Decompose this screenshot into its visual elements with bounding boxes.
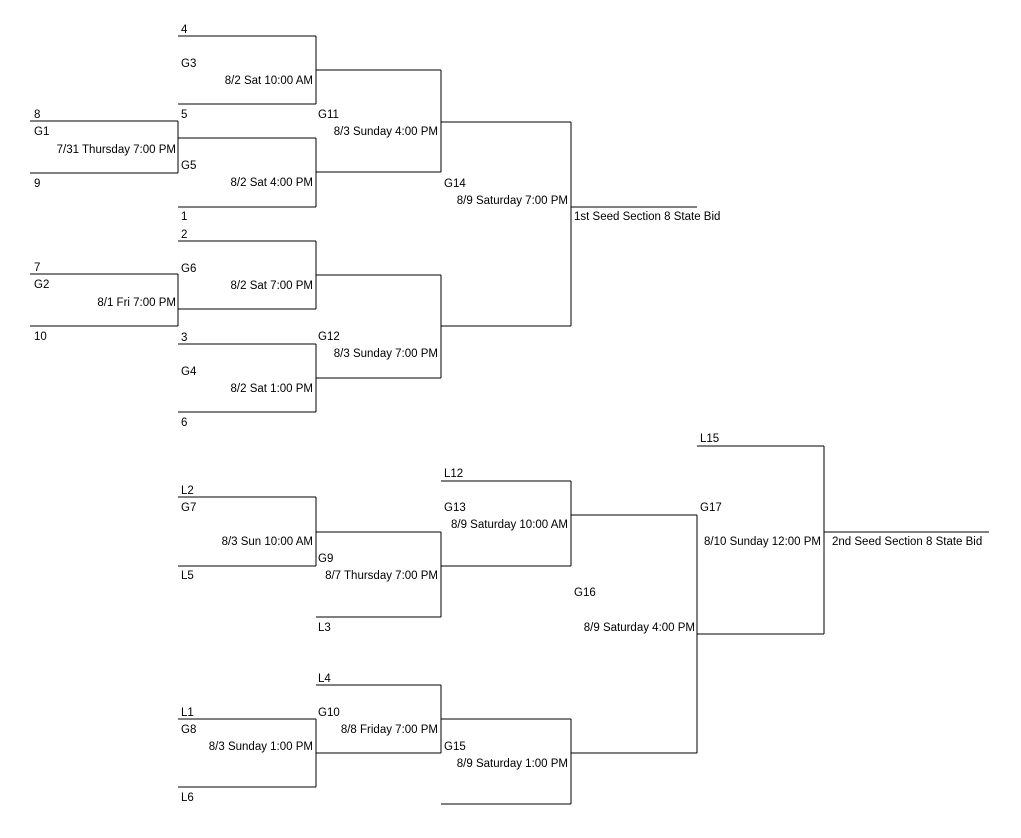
game-time: 8/2 Sat 4:00 PM [231,177,313,189]
seed-label: 9 [34,178,40,190]
entry-label: L1 [181,707,194,719]
game-label: G4 [181,366,197,378]
game-g10: L4 G10 8/8 Friday 7:00 PM [316,673,442,754]
game-time: 8/1 Fri 7:00 PM [97,297,176,309]
game-time: 8/9 Saturday 4:00 PM [584,622,695,634]
result-1st-seed: 1st Seed Section 8 State Bid [571,206,720,223]
game-time: 8/3 Sunday 4:00 PM [334,126,438,138]
entry-label: L2 [181,485,194,497]
seed-label: 6 [181,417,187,429]
game-label: G2 [34,279,49,291]
game-time: 8/8 Friday 7:00 PM [341,724,438,736]
seed-label: 2 [181,229,187,241]
game-g6: 2 G6 8/2 Sat 7:00 PM [178,229,317,310]
game-time: 8/3 Sunday 7:00 PM [334,348,438,360]
seed-label: 8 [34,109,40,121]
game-time: 8/10 Sunday 12:00 PM [704,536,821,548]
game-g13: L12 G13 8/9 Saturday 10:00 AM [441,468,572,567]
game-g5: G5 8/2 Sat 4:00 PM 1 [178,137,317,223]
seed-label: 10 [34,331,47,343]
game-g7: L2 G7 8/3 Sun 10:00 AM L5 [178,485,317,582]
game-time: 7/31 Thursday 7:00 PM [57,144,176,156]
game-g12: G12 8/3 Sunday 7:00 PM [316,274,442,379]
entry-label: L3 [318,622,331,634]
game-label: G14 [444,178,466,190]
seed-label: 3 [181,332,187,344]
seed-label: 1 [181,211,187,223]
game-g11: G11 8/3 Sunday 4:00 PM [316,69,442,173]
game-time: 8/3 Sun 10:00 AM [222,536,313,548]
entry-label: L12 [444,468,463,480]
entry-label: L15 [700,433,719,445]
seed-label: 7 [34,262,40,274]
game-time: 8/2 Sat 1:00 PM [231,383,313,395]
game-g4: 3 G4 8/2 Sat 1:00 PM 6 [178,332,317,429]
game-time: 8/7 Thursday 7:00 PM [325,570,438,582]
game-time: 8/9 Saturday 1:00 PM [457,758,568,770]
game-g2: 7 G2 8/1 Fri 7:00 PM 10 [30,262,179,343]
game-label: G10 [318,707,340,719]
game-label: G13 [444,502,466,514]
seed-label: 5 [181,109,187,121]
game-g14: G14 8/9 Saturday 7:00 PM [441,121,572,327]
game-label: G15 [444,741,466,753]
game-label: G6 [181,263,196,275]
game-g9: G9 8/7 Thursday 7:00 PM L3 [316,531,442,634]
entry-label: L4 [318,673,331,685]
game-label: G9 [318,553,333,565]
game-g8: L1 G8 8/3 Sunday 1:00 PM L6 [178,707,317,804]
game-label: G11 [318,109,339,121]
game-g1: 8 G1 7/31 Thursday 7:00 PM 9 [30,109,179,190]
game-g3: 4 G3 8/2 Sat 10:00 AM 5 [178,24,317,121]
entry-label: L5 [181,570,194,582]
game-time: 8/3 Sunday 1:00 PM [209,741,313,753]
game-time: 8/9 Saturday 10:00 AM [451,519,568,531]
result-label: 2nd Seed Section 8 State Bid [832,536,982,548]
bottom-bracket: L2 G7 8/3 Sun 10:00 AM L5 L1 G8 8/3 Sund… [178,433,989,805]
game-label: G16 [574,587,596,599]
game-label: G12 [318,331,340,343]
game-time: 8/9 Saturday 7:00 PM [457,195,568,207]
game-label: G5 [181,160,196,172]
entry-label: L6 [181,792,194,804]
game-label: G1 [34,126,49,138]
result-label: 1st Seed Section 8 State Bid [574,211,720,223]
game-time: 8/2 Sat 10:00 AM [225,75,313,87]
game-g16: G16 8/9 Saturday 4:00 PM [571,514,698,754]
game-label: G7 [181,502,196,514]
game-time: 8/2 Sat 7:00 PM [231,280,313,292]
top-bracket: 8 G1 7/31 Thursday 7:00 PM 9 7 G2 8/1 Fr… [30,24,720,429]
game-label: G17 [700,502,722,514]
game-g17: L15 G17 8/10 Sunday 12:00 PM [697,433,825,635]
game-g15: G15 8/9 Saturday 1:00 PM [441,718,572,805]
result-2nd-seed: 2nd Seed Section 8 State Bid [824,531,989,548]
game-label: G8 [181,724,196,736]
game-label: G3 [181,58,196,70]
seed-label: 4 [181,24,188,36]
